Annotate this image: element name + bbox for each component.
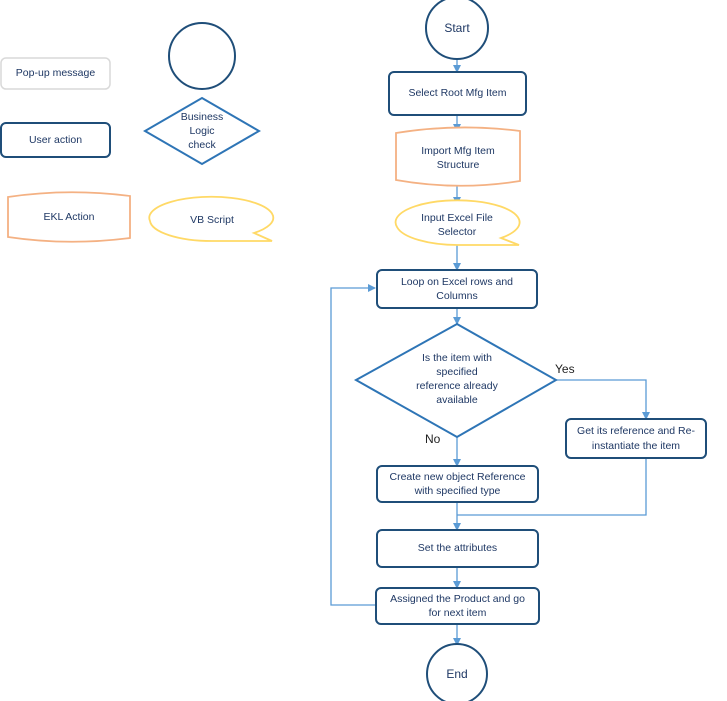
- create-reference-box: [376, 465, 539, 503]
- import-structure-shape: [395, 126, 521, 187]
- get-reference-box: [565, 418, 707, 459]
- select-root-box: [388, 71, 527, 116]
- assign-product-box: [375, 587, 540, 625]
- legend-popup-box: [0, 57, 111, 90]
- loop-box: [376, 269, 538, 309]
- legend-ekl-action-shape: [7, 191, 131, 243]
- legend-user-action-box: [0, 122, 111, 158]
- input-excel-shape: [394, 199, 521, 246]
- legend-start-end-circle: [168, 22, 236, 90]
- end-node: [426, 643, 488, 701]
- connector-get-reference-merge: [457, 458, 647, 516]
- connector-loop-back: [330, 284, 376, 606]
- connector-decision-yes: [540, 379, 650, 420]
- set-attributes-box: [376, 529, 539, 568]
- start-node: [425, 0, 489, 60]
- legend-vb-script-shape: [148, 195, 275, 242]
- legend-business-logic-diamond: [143, 96, 261, 166]
- decision-diamond: [353, 322, 559, 439]
